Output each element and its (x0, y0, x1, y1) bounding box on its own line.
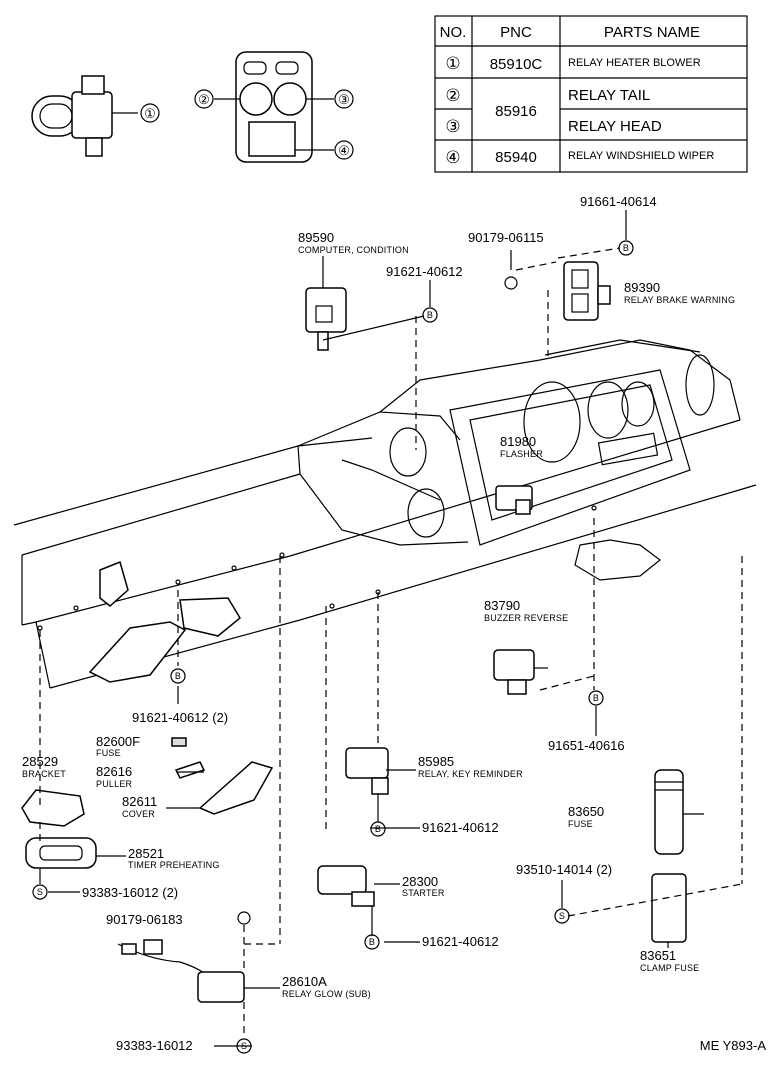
label-85985-name: RELAY, KEY REMINDER (418, 769, 523, 779)
part-labels: 89590 COMPUTER, CONDITION 91621-40612 90… (22, 194, 766, 1053)
starter-relay-drawing (317, 865, 375, 907)
screw-s-symbol: S (37, 887, 43, 897)
label-91651-40616: 91651-40616 (548, 738, 625, 753)
label-83650-name: FUSE (568, 819, 593, 829)
table-row-1-pnc: 85910C (490, 56, 543, 73)
label-83651-number: 83651 (640, 948, 676, 963)
label-83790-name: BUZZER REVERSE (484, 613, 568, 623)
label-82600f-name: FUSE (96, 748, 121, 758)
callout-3: ③ (338, 92, 350, 107)
label-83651-name: CLAMP FUSE (640, 963, 699, 973)
bolt-b-symbol: B (427, 310, 433, 320)
label-89590-name: COMPUTER, CONDITION (298, 245, 409, 255)
table-row-2-no: ② (445, 86, 460, 105)
label-93383-16012-2: 93383-16012 (2) (82, 885, 178, 900)
bolt-symbols: B B B B B B S S S (32, 240, 634, 1054)
bolt-b-symbol: B (375, 824, 381, 834)
label-83790-number: 83790 (484, 598, 520, 613)
label-28300-name: STARTER (402, 888, 445, 898)
footer-code: ME Y893-A (700, 1038, 767, 1053)
label-81980-number: 81980 (500, 434, 536, 449)
label-82616-name: PULLER (96, 779, 133, 789)
cover-drawing (198, 761, 274, 815)
bolt-b-symbol: B (623, 243, 629, 253)
relay-brake-warning-drawing (563, 261, 611, 321)
table-row-4-no: ④ (445, 148, 460, 167)
clamp-fuse-drawing (651, 873, 687, 943)
table-header-parts-name: PARTS NAME (604, 24, 700, 41)
relay-glow-sub-drawing (117, 939, 245, 1003)
leader-lines (39, 210, 743, 1047)
screw-s-symbol: S (559, 911, 565, 921)
bolt-b-symbol: B (175, 671, 181, 681)
bolt-b-symbol: B (593, 693, 599, 703)
label-28529-name: BRACKET (22, 769, 66, 779)
label-91621-40612-top: 91621-40612 (386, 264, 463, 279)
table-header-pnc: PNC (500, 24, 532, 41)
relay-block-drawing: ② ③ ④ (194, 51, 354, 163)
label-89390-name: RELAY BRAKE WARNING (624, 295, 735, 305)
label-89390-number: 89390 (624, 280, 660, 295)
label-91621-40612-bottom: 91621-40612 (422, 934, 499, 949)
fuse-83650-drawing (654, 769, 684, 855)
table-row-1-no: ① (445, 54, 460, 73)
label-28610a-name: RELAY GLOW (SUB) (282, 989, 371, 999)
buzzer-reverse-drawing (493, 649, 548, 695)
label-85985-number: 85985 (418, 754, 454, 769)
puller-drawing (174, 761, 206, 779)
table-row-4-name: RELAY WINDSHIELD WIPER (568, 150, 714, 162)
label-91621-40612-2: 91621-40612 (2) (132, 710, 228, 725)
label-90179-06183: 90179-06183 (106, 912, 183, 927)
label-28529-number: 28529 (22, 754, 58, 769)
label-28521-name: TIMER PREHEATING (128, 860, 220, 870)
label-81980-name: FLASHER (500, 449, 543, 459)
table-row-4-pnc: 85940 (495, 149, 537, 166)
label-93383-16012-bottom: 93383-16012 (116, 1038, 193, 1053)
label-90179-06115: 90179-06115 (468, 230, 544, 245)
flasher-drawing (495, 485, 533, 515)
callout-4: ④ (338, 143, 350, 158)
parts-table: NO. PNC PARTS NAME ① 85910C RELAY HEATER… (434, 15, 748, 173)
label-28300-number: 28300 (402, 874, 438, 889)
table-row-2-name: RELAY TAIL (568, 87, 650, 104)
table-row-2-pnc: 85916 (495, 103, 537, 120)
label-82611-name: COVER (122, 809, 155, 819)
timer-preheating-drawing (25, 837, 97, 869)
label-82616-number: 82616 (96, 764, 132, 779)
label-28521-number: 28521 (128, 846, 164, 861)
relay-heater-blower-drawing: ① (31, 75, 160, 157)
label-28610a-number: 28610A (282, 974, 327, 989)
label-82611-number: 82611 (122, 794, 157, 809)
instrument-panel-drawing (13, 339, 757, 689)
callout-2: ② (198, 92, 210, 107)
label-91621-40612-mid: 91621-40612 (422, 820, 499, 835)
table-header-no: NO. (440, 24, 467, 41)
relay-key-reminder-drawing (345, 747, 389, 795)
bracket-drawing (21, 789, 85, 827)
fuse-drawing (171, 737, 187, 747)
table-row-3-no: ③ (445, 117, 460, 136)
label-83650-number: 83650 (568, 804, 604, 819)
label-91661-40614: 91661-40614 (580, 194, 657, 209)
screw-s-symbol: S (241, 1041, 247, 1051)
label-89590-number: 89590 (298, 230, 334, 245)
bolt-b-symbol: B (369, 937, 375, 947)
callout-1: ① (144, 106, 156, 121)
label-82600f-number: 82600F (96, 734, 140, 749)
computer-condition-drawing (305, 256, 347, 351)
label-93510-14014-2: 93510-14014 (2) (516, 862, 612, 877)
table-row-1-name: RELAY HEATER BLOWER (568, 57, 701, 69)
table-row-3-name: RELAY HEAD (568, 118, 662, 135)
